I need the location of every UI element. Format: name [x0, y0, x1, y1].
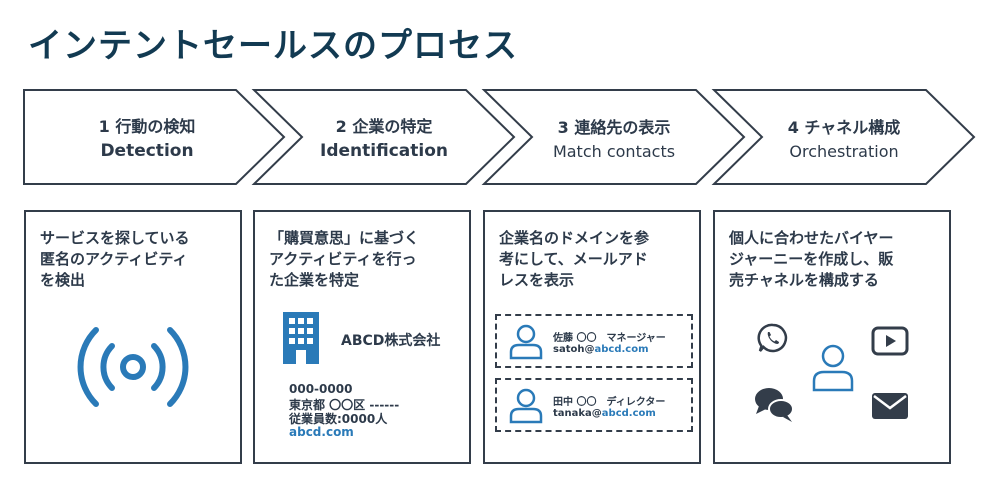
company-zip: 000-0000	[289, 382, 353, 396]
user-icon	[812, 344, 854, 392]
step-4: 4 チャネル構成 Orchestration	[732, 90, 956, 184]
youtube-icon	[871, 326, 909, 356]
step-1-subtitle: Detection	[100, 141, 194, 161]
contact-2-email-user: tanaka@	[553, 408, 602, 419]
step-2: 2 企業の特定 Identification	[272, 90, 496, 184]
box-identification: 「購買意思」に基づく アクティビティを行っ た企業を特定 ABCD株式会社 00…	[253, 210, 471, 464]
box-1-description: サービスを探している 匿名のアクティビティ を検出	[40, 229, 190, 289]
step-4-subtitle: Orchestration	[789, 141, 899, 161]
signal-icon	[77, 327, 189, 407]
company-employees: 従業員数:0000人	[289, 412, 388, 426]
contact-1-name: 佐藤 〇〇 マネージャー	[553, 333, 666, 344]
step-1: 1 行動の検知 Detection	[34, 90, 260, 184]
contact-2-email-domain: abcd.com	[601, 408, 656, 419]
chevron-1	[23, 89, 286, 185]
user-icon	[509, 324, 543, 360]
step-3-subtitle: Match contacts	[552, 141, 676, 161]
page-title: インテントセールスのプロセス	[28, 26, 518, 66]
mail-icon	[872, 393, 908, 419]
contact-2-email[interactable]: tanaka@abcd.com	[553, 408, 656, 419]
step-2-subtitle: Identification	[320, 141, 448, 161]
chevron-2	[251, 89, 516, 185]
box-match-contacts: 企業名のドメインを参 考にして、メールアド レスを表示 佐藤 〇〇 マネージャー…	[483, 210, 701, 464]
box-4-description: 個人に合わせたバイヤー ジャーニーを作成し、販 売チャネルを構成する	[729, 229, 894, 289]
company-name: ABCD株式会社	[341, 333, 441, 349]
building-icon	[283, 312, 319, 364]
step-3: 3 連絡先の表示 Match contacts	[502, 90, 726, 184]
company-domain-link[interactable]: abcd.com	[289, 425, 354, 439]
box-detection: サービスを探している 匿名のアクティビティ を検出	[24, 210, 242, 464]
step-4-title: 4 チャネル構成	[787, 117, 901, 137]
step-2-title: 2 企業の特定	[335, 117, 433, 136]
box-2-description: 「購買意思」に基づく アクティビティを行っ た企業を特定	[269, 229, 420, 289]
box-3-description: 企業名のドメインを参 考にして、メールアド レスを表示	[499, 229, 650, 289]
chat-icon	[755, 388, 794, 422]
box-orchestration: 個人に合わせたバイヤー ジャーニーを作成し、販 売チャネルを構成する	[713, 210, 951, 464]
step-3-title: 3 連絡先の表示	[557, 117, 671, 137]
contact-1-email-user: satoh@	[553, 344, 595, 355]
contact-card-2[interactable]: 田中 〇〇 ディレクター tanaka@abcd.com	[495, 378, 693, 432]
step-1-title: 1 行動の検知	[98, 117, 196, 136]
user-icon	[509, 388, 543, 424]
contact-1-email-domain: abcd.com	[594, 344, 649, 355]
contact-card-1[interactable]: 佐藤 〇〇 マネージャー satoh@abcd.com	[495, 314, 693, 368]
chevron-4	[711, 89, 976, 185]
contact-2-name: 田中 〇〇 ディレクター	[553, 397, 666, 408]
chevron-3	[481, 89, 746, 185]
company-address: 東京都 〇〇区 ------	[289, 398, 400, 412]
whatsapp-icon	[757, 323, 788, 353]
contact-1-email[interactable]: satoh@abcd.com	[553, 344, 649, 355]
